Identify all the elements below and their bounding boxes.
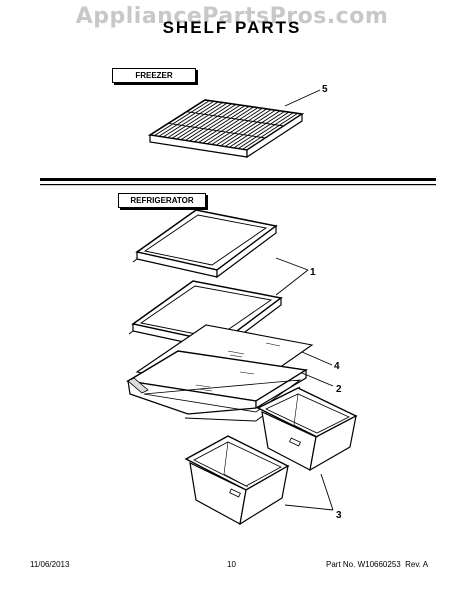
- wire-crossbar: [186, 111, 284, 127]
- glass-shelf-lower: [128, 280, 283, 352]
- section-divider: [40, 178, 436, 186]
- wire-rod: [215, 109, 272, 146]
- wire-rod: [202, 107, 259, 144]
- wire-rod: [189, 105, 245, 142]
- freezer-wire-shelf: [147, 99, 305, 159]
- wire-rod: [162, 101, 219, 138]
- refrigerator-section-label: REFRIGERATOR: [118, 193, 206, 208]
- wire-rod: [158, 100, 215, 137]
- callout-1: 1: [310, 267, 316, 278]
- page-title: SHELF PARTS: [162, 18, 302, 37]
- callout-5: 5: [322, 84, 328, 95]
- callout-3: 3: [336, 510, 342, 521]
- wire-rod: [171, 102, 228, 139]
- footer-page-number: 10: [227, 560, 236, 569]
- crisper-drawer-left: [184, 435, 290, 526]
- wire-rod: [180, 104, 237, 141]
- wire-rod: [224, 110, 281, 147]
- wire-rod: [211, 108, 267, 145]
- wire-rod: [154, 100, 210, 137]
- crisper-drawer-right: [256, 387, 358, 472]
- footer-date: 11/06/2013: [30, 560, 70, 569]
- wire-crossbar: [168, 122, 266, 139]
- wire-rod: [176, 103, 232, 140]
- callout-4: 4: [334, 361, 340, 372]
- footer-part-number: Part No. W10660253 Rev. A: [326, 560, 429, 569]
- leader-lines: [275, 89, 334, 511]
- wire-rod: [198, 106, 254, 143]
- wire-rod: [185, 104, 241, 141]
- wire-rod: [207, 107, 263, 145]
- crisper-cover-frame: [125, 350, 308, 422]
- glass-shelf-upper: [132, 209, 278, 279]
- wire-rod: [167, 102, 223, 139]
- wire-rod: [229, 111, 285, 148]
- wire-rod: [193, 105, 250, 143]
- freezer-section-label: FREEZER: [112, 68, 196, 83]
- watermark: AppliancePartsPros.com: [75, 4, 389, 29]
- wire-rod: [237, 112, 294, 150]
- wire-rod: [242, 112, 298, 150]
- wire-rod: [220, 109, 276, 147]
- wire-rod: [233, 111, 290, 149]
- callout-2: 2: [336, 384, 342, 395]
